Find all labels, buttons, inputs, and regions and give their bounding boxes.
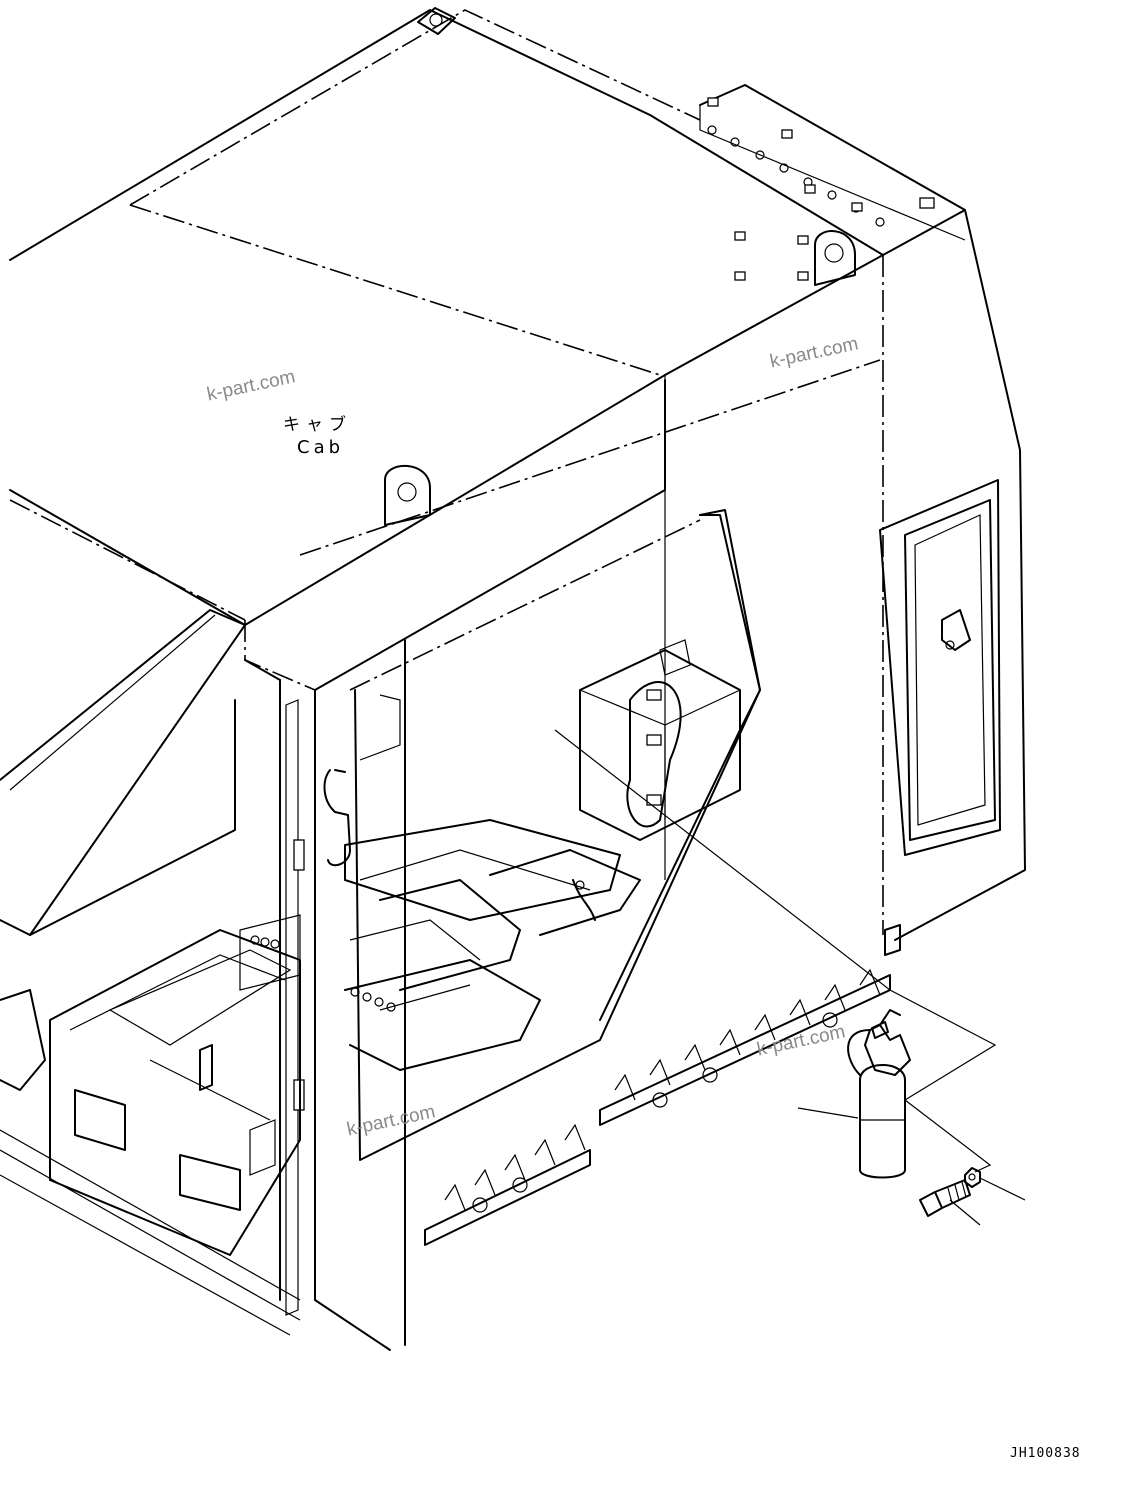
- cab-roof: [9, 9, 884, 626]
- nut: [964, 1167, 981, 1188]
- cab-rear-panel: [664, 84, 1026, 941]
- mount-bracket: [579, 639, 741, 841]
- bolt: [919, 1179, 971, 1217]
- cab-label-english: Cab: [297, 437, 345, 458]
- callout-nut-leader: [979, 1177, 1026, 1201]
- lifting-eye-top: [417, 7, 456, 35]
- cab-left-structure: [0, 609, 391, 1351]
- lifting-eye-right: [814, 230, 856, 286]
- cab-door-frame: [285, 379, 761, 1346]
- leader-lines: [554, 729, 1026, 1226]
- callout-bolt-leader: [949, 1199, 981, 1226]
- callout-extinguisher-leader: [797, 1107, 859, 1119]
- fire-extinguisher: [847, 1009, 911, 1179]
- cab-label-japanese: キャブ: [283, 415, 352, 435]
- drawing-number: JH100838: [1010, 1446, 1081, 1461]
- front-console: [0, 929, 301, 1336]
- floor-rail-brackets: [424, 924, 901, 1246]
- lifting-eye-center: [384, 465, 431, 526]
